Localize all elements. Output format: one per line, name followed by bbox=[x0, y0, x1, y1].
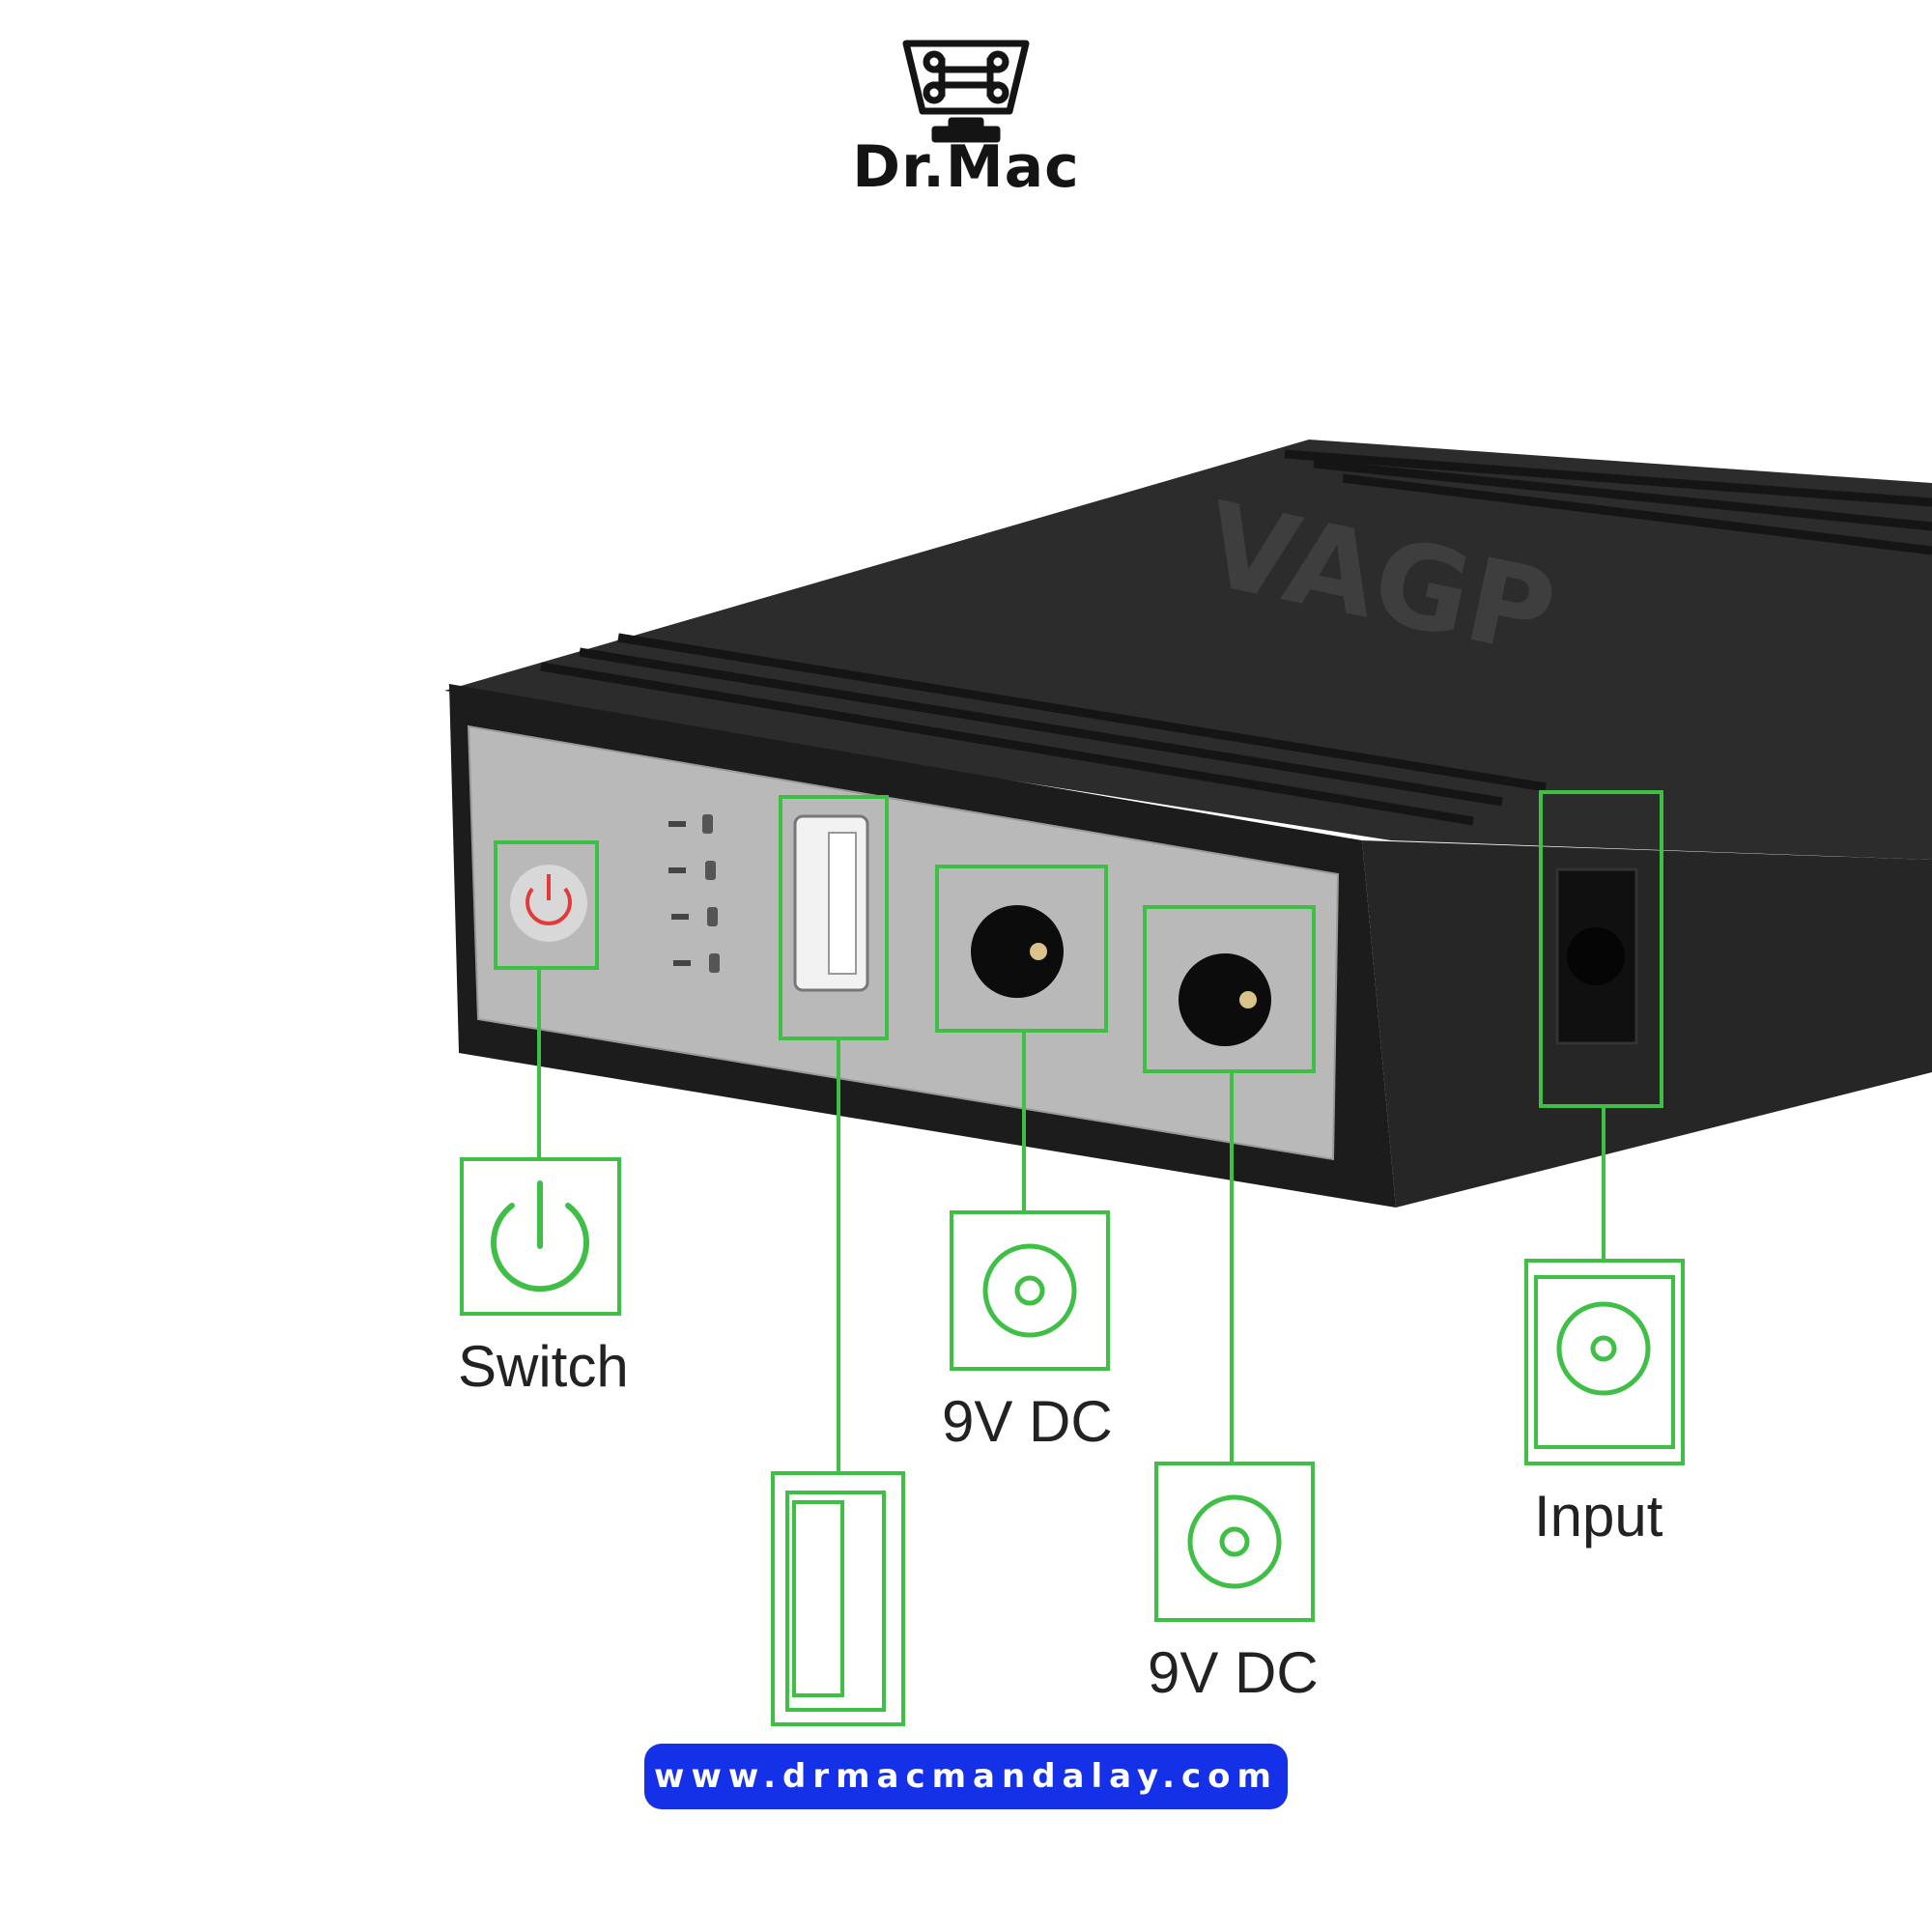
device-control-panel bbox=[467, 724, 1340, 1161]
power-button[interactable] bbox=[510, 865, 587, 942]
dc-input-port-icon bbox=[1556, 1301, 1651, 1396]
input-icon-box bbox=[1524, 1259, 1685, 1465]
usb-icon-box bbox=[771, 1471, 905, 1726]
dc-output-2[interactable] bbox=[1179, 953, 1271, 1046]
command-key-basket-icon bbox=[902, 40, 1030, 143]
device-right-face bbox=[1362, 840, 1932, 1208]
switch-label: Switch bbox=[458, 1334, 629, 1399]
dc-port-icon bbox=[982, 1243, 1077, 1338]
dc-input-port[interactable] bbox=[1555, 867, 1638, 1045]
dc1-icon-box bbox=[950, 1210, 1110, 1371]
power-icon bbox=[491, 1180, 589, 1293]
input-highlight-box bbox=[1539, 790, 1663, 1108]
brand-name: Dr.Mac bbox=[852, 133, 1080, 201]
battery-indicator-leds bbox=[668, 814, 720, 973]
switch-highlight-box bbox=[494, 840, 599, 970]
device-top-surface bbox=[444, 440, 1932, 860]
switch-icon-box bbox=[460, 1157, 621, 1316]
dc-port-icon bbox=[1187, 1494, 1282, 1589]
website-url-badge[interactable]: www.drmacmandalay.com bbox=[644, 1744, 1288, 1809]
dc2-icon-box bbox=[1154, 1462, 1315, 1622]
usb-port[interactable] bbox=[793, 814, 869, 992]
dc-output-2-label: 9V DC bbox=[1148, 1640, 1319, 1705]
dc1-highlight-box bbox=[935, 865, 1108, 1033]
input-label: Input bbox=[1534, 1484, 1663, 1548]
dc2-highlight-box bbox=[1143, 905, 1316, 1073]
usb-highlight-box bbox=[779, 795, 889, 1040]
dc-output-1[interactable] bbox=[971, 905, 1064, 998]
dc-output-1-label: 9V DC bbox=[942, 1389, 1113, 1454]
